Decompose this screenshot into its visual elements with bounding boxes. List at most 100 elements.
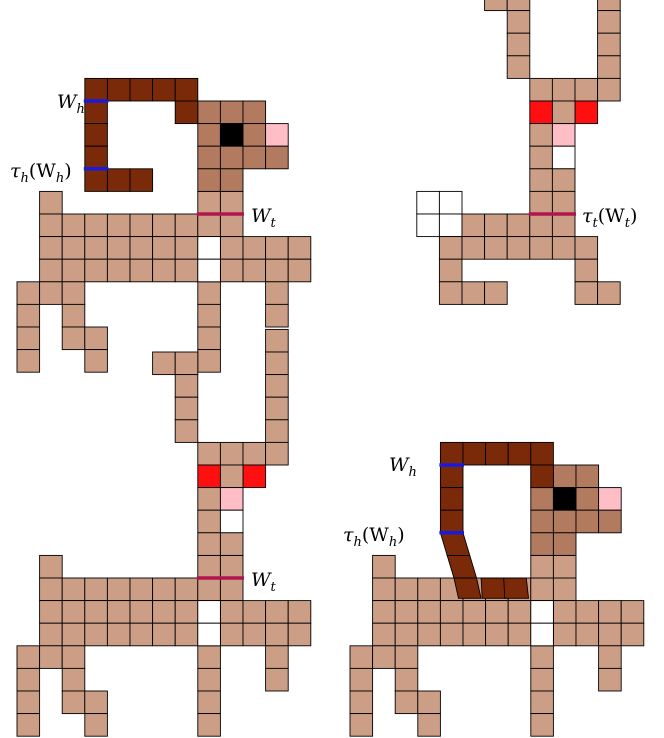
body-cell	[507, 214, 530, 237]
body-cell	[531, 646, 554, 669]
body-cell	[507, 237, 530, 260]
head-cell	[243, 124, 266, 147]
head-cell	[243, 442, 266, 465]
body-cell	[153, 578, 176, 601]
neck-cell	[220, 533, 243, 556]
body-cell	[485, 214, 508, 237]
ear-cell	[153, 352, 176, 375]
head-cell	[599, 510, 622, 533]
panel-dog-with-tail-window	[17, 329, 311, 736]
body-cell	[350, 668, 373, 691]
body-cell	[130, 237, 153, 260]
body-cell	[243, 237, 266, 260]
ear-cell	[598, 56, 621, 79]
nose-cell	[599, 488, 622, 511]
ear-cell	[598, 11, 621, 34]
leg-cell	[439, 282, 462, 305]
empty-cell	[198, 237, 221, 260]
body-cell	[531, 714, 554, 737]
body-cell	[85, 259, 108, 282]
body-cell	[198, 304, 221, 327]
empty-cell	[439, 214, 462, 237]
body-cell	[576, 601, 599, 624]
body-cell	[198, 282, 221, 305]
body-cell	[17, 691, 40, 714]
body-cell	[395, 691, 418, 714]
body-cell	[198, 350, 221, 373]
body-cell	[552, 214, 575, 237]
body-cell	[40, 214, 63, 237]
head-cell	[198, 124, 221, 147]
body-cell	[486, 623, 509, 646]
eye-cell	[575, 101, 598, 124]
body-cell	[85, 623, 108, 646]
tail-cell	[85, 169, 108, 192]
body-cell	[373, 555, 396, 578]
body-cell	[130, 601, 153, 624]
body-cell	[288, 259, 311, 282]
ear-cell	[507, 11, 530, 34]
body-cell	[107, 601, 130, 624]
head-cell	[531, 510, 554, 533]
head-cell	[198, 169, 221, 192]
body-cell	[107, 578, 130, 601]
body-cell	[175, 237, 198, 260]
body-cell	[463, 601, 486, 624]
body-cell	[266, 601, 289, 624]
body-cell	[175, 578, 198, 601]
body-cell	[130, 578, 153, 601]
ear-cell	[266, 375, 289, 398]
head-cell	[552, 101, 575, 124]
head-cell	[220, 169, 243, 192]
body-cell	[508, 601, 531, 624]
body-cell	[462, 237, 485, 260]
body-cell	[418, 601, 441, 624]
body-cell	[621, 623, 644, 646]
body-cell	[85, 327, 108, 350]
body-cell	[62, 623, 85, 646]
body-cell	[486, 601, 509, 624]
tail-cell	[440, 488, 463, 511]
body-cell	[107, 623, 130, 646]
tail-cell	[175, 78, 198, 101]
tail-cell	[85, 124, 108, 147]
body-cell	[85, 601, 108, 624]
empty-cell	[198, 259, 221, 282]
body-cell	[130, 214, 153, 237]
eye-cell	[553, 488, 576, 511]
body-cell	[153, 601, 176, 624]
head-cell	[198, 101, 221, 124]
head-cell	[531, 533, 554, 556]
body-cell	[85, 350, 108, 373]
ear-cell	[485, 0, 508, 11]
empty-cell	[198, 601, 221, 624]
tail-cell	[454, 578, 481, 598]
body-cell	[62, 237, 85, 260]
body-cell	[395, 578, 418, 601]
body-cell	[198, 668, 221, 691]
tail-cell	[531, 465, 554, 488]
empty-cell	[417, 191, 440, 214]
body-cell	[373, 601, 396, 624]
head-cell	[530, 124, 553, 147]
leg-cell	[485, 282, 508, 305]
head-cell	[198, 488, 221, 511]
body-cell	[62, 601, 85, 624]
body-cell	[40, 237, 63, 260]
empty-cell	[198, 623, 221, 646]
head-cell	[553, 465, 576, 488]
body-cell	[85, 714, 108, 737]
neck-cell	[198, 191, 221, 214]
tail-cell	[463, 442, 486, 465]
body-cell	[85, 214, 108, 237]
head-cell	[531, 488, 554, 511]
body-cell	[266, 668, 289, 691]
body-cell	[62, 668, 85, 691]
body-cell	[62, 282, 85, 305]
body-cell	[62, 214, 85, 237]
empty-cell	[439, 191, 462, 214]
body-cell	[198, 646, 221, 669]
head-cell	[198, 442, 221, 465]
body-cell	[373, 578, 396, 601]
body-cell	[395, 623, 418, 646]
